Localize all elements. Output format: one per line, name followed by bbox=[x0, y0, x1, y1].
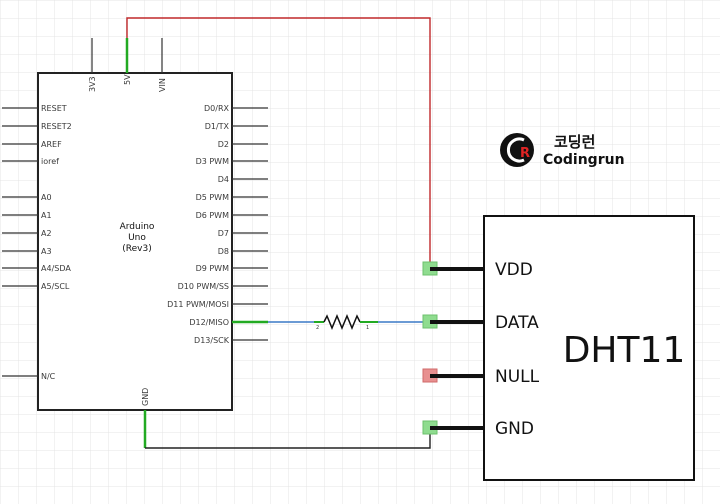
pin-label-3v3: 3V3 bbox=[88, 76, 97, 92]
pin-label-n-c: N/C bbox=[41, 372, 56, 381]
pin-label-data: DATA bbox=[495, 313, 539, 333]
codingrun-logo: R 코딩런 Codingrun bbox=[500, 133, 625, 168]
pin-label-reset2: RESET2 bbox=[41, 122, 72, 131]
pin-label-d11-pwm-mosi: D11 PWM/MOSI bbox=[167, 300, 229, 309]
logo-english: Codingrun bbox=[543, 152, 625, 168]
pin-label-d1-tx: D1/TX bbox=[205, 122, 230, 131]
pin-label-reset: RESET bbox=[41, 104, 67, 113]
pin-label-a0: A0 bbox=[41, 193, 52, 202]
pin-label-5v: 5V bbox=[123, 74, 132, 85]
dht11-body bbox=[483, 215, 695, 481]
pin-label-a5-scl: A5/SCL bbox=[41, 282, 70, 291]
wire-gnd-to-gnd[interactable] bbox=[145, 428, 431, 449]
pin-label-a4-sda: A4/SDA bbox=[41, 264, 71, 273]
arduino-title-line-1: Arduino bbox=[120, 222, 155, 232]
wire-5v-to-vdd[interactable] bbox=[126, 17, 431, 268]
dht11-name: DHT11 bbox=[563, 330, 686, 371]
pin-label-a2: A2 bbox=[41, 229, 52, 238]
pin-label-a3: A3 bbox=[41, 247, 52, 256]
pin-label-d4: D4 bbox=[218, 175, 229, 184]
pin-label-ioref: ioref bbox=[41, 157, 59, 166]
resistor-label-left: 2 bbox=[316, 325, 319, 331]
dht11-sensor[interactable]: DHT11 VDD DATA NULL GND bbox=[422, 215, 695, 481]
pin-label-gnd-sensor: GND bbox=[495, 419, 534, 439]
pin-label-d12-miso: D12/MISO bbox=[189, 318, 229, 327]
resistor-zigzag bbox=[323, 314, 361, 330]
pin-label-d8: D8 bbox=[218, 247, 229, 256]
pin-label-d10-pwm-ss: D10 PWM/SS bbox=[178, 282, 229, 291]
logo-r-icon: R bbox=[520, 146, 530, 161]
arduino-uno-board[interactable]: Arduino Uno (Rev3) 3V3 5V VIN GND RESETR… bbox=[2, 38, 268, 448]
pin-label-d7: D7 bbox=[218, 229, 229, 238]
resistor[interactable]: 2 1 bbox=[314, 314, 378, 331]
pin-label-a1: A1 bbox=[41, 211, 52, 220]
arduino-title-line-3: (Rev3) bbox=[122, 244, 151, 254]
pin-label-aref: AREF bbox=[41, 140, 62, 149]
arduino-title-line-2: Uno bbox=[128, 233, 146, 243]
resistor-label-right: 1 bbox=[366, 325, 369, 331]
pin-label-d9-pwm: D9 PWM bbox=[196, 264, 230, 273]
logo-c-icon bbox=[506, 137, 525, 163]
arduino-body bbox=[37, 72, 233, 411]
pin-label-vdd: VDD bbox=[495, 260, 533, 280]
pin-label-vin: VIN bbox=[158, 78, 167, 92]
pin-label-gnd: GND bbox=[141, 388, 150, 406]
logo-korean: 코딩런 bbox=[554, 133, 595, 151]
pin-label-d6-pwm: D6 PWM bbox=[196, 211, 230, 220]
pin-label-d2: D2 bbox=[218, 140, 229, 149]
pin-label-d3-pwm: D3 PWM bbox=[196, 157, 230, 166]
pin-label-d13-sck: D13/SCK bbox=[194, 336, 230, 345]
pin-label-d5-pwm: D5 PWM bbox=[196, 193, 230, 202]
pin-label-d0-rx: D0/RX bbox=[204, 104, 230, 113]
logo-mark-icon bbox=[500, 133, 534, 167]
pin-label-null: NULL bbox=[495, 367, 540, 387]
